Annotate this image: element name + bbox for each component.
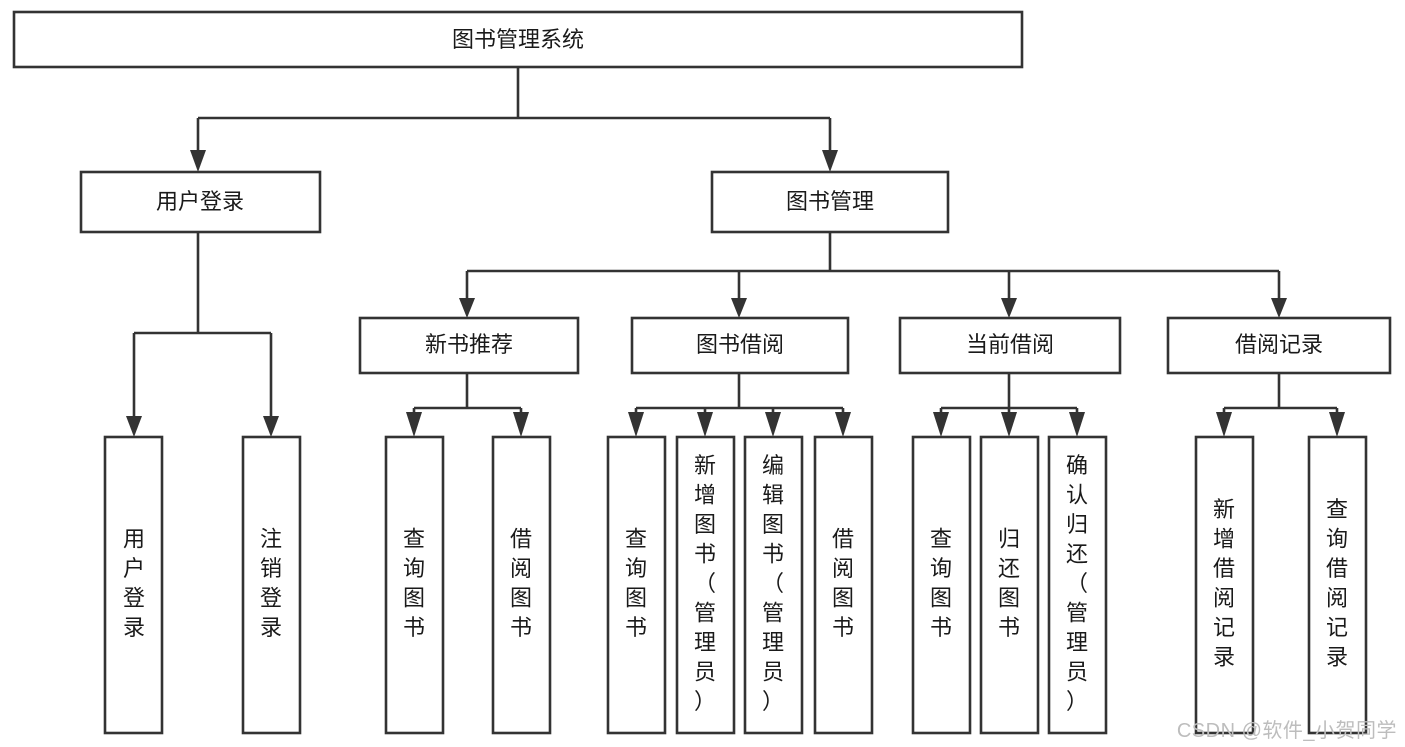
node-root-box[interactable] bbox=[12, 10, 1024, 69]
node-book-management[interactable]: 图书管理 bbox=[710, 170, 950, 234]
node-current-borrow-label: 当前借阅 bbox=[966, 332, 1054, 357]
arrow-head-leaf-query-record bbox=[1329, 412, 1345, 437]
connector-layer bbox=[126, 67, 1345, 437]
node-leaf-user-login[interactable]: 用户登录 bbox=[103, 435, 164, 735]
arrow-head-leaf-query-book-3 bbox=[933, 412, 949, 437]
node-leaf-borrow-book-1-label: 借阅图书 bbox=[510, 527, 532, 641]
arrow-head-leaf-add-record bbox=[1216, 412, 1232, 437]
node-leaf-return-book-label: 归还图书 bbox=[998, 527, 1020, 641]
arrow-head-borrow-record bbox=[1271, 298, 1287, 318]
node-root-label: 图书管理系统 bbox=[452, 27, 584, 52]
node-leaf-query-book-2-label: 查询图书 bbox=[625, 527, 647, 641]
arrow-head-leaf-edit-book bbox=[765, 412, 781, 437]
node-leaf-query-book-2-box[interactable] bbox=[606, 435, 667, 735]
node-leaf-query-book-1-label: 查询图书 bbox=[403, 527, 425, 641]
node-current-borrow[interactable]: 当前借阅 bbox=[898, 316, 1122, 375]
node-leaf-query-book-2[interactable]: 查询图书 bbox=[606, 435, 667, 735]
node-root[interactable]: 图书管理系统 bbox=[12, 10, 1024, 69]
node-leaf-borrow-book-2-box[interactable] bbox=[813, 435, 874, 735]
arrow-head-leaf-borrow-book-2 bbox=[835, 412, 851, 437]
node-new-book-recommend-label: 新书推荐 bbox=[425, 332, 513, 357]
arrow-head-new-book-recommend bbox=[459, 298, 475, 318]
arrow-head-leaf-add-book bbox=[697, 412, 713, 437]
node-leaf-borrow-book-1-box[interactable] bbox=[491, 435, 552, 735]
node-leaf-query-book-3[interactable]: 查询图书 bbox=[911, 435, 972, 735]
node-borrow-record-label: 借阅记录 bbox=[1235, 332, 1323, 357]
node-borrow-record[interactable]: 借阅记录 bbox=[1166, 316, 1392, 375]
node-leaf-confirm-return-label: 确认归还（管理员） bbox=[1066, 453, 1088, 714]
node-leaf-query-book-3-label: 查询图书 bbox=[930, 527, 952, 641]
arrow-head-current-borrow bbox=[1001, 298, 1017, 318]
arrow-head-leaf-user-logout bbox=[263, 416, 279, 437]
node-book-borrow[interactable]: 图书借阅 bbox=[630, 316, 850, 375]
node-user-login-box[interactable] bbox=[79, 170, 322, 234]
node-leaf-edit-book-box[interactable] bbox=[743, 435, 804, 735]
node-leaf-user-login-label: 用户登录 bbox=[123, 527, 145, 641]
node-leaf-return-book-box[interactable] bbox=[979, 435, 1040, 735]
node-leaf-user-logout-box[interactable] bbox=[241, 435, 302, 735]
node-book-management-label: 图书管理 bbox=[786, 189, 874, 214]
node-leaf-user-logout[interactable]: 注销登录 bbox=[241, 435, 302, 735]
node-leaf-add-book[interactable]: 新增图书（管理员） bbox=[675, 435, 736, 735]
node-borrow-record-box[interactable] bbox=[1166, 316, 1392, 375]
node-book-management-box[interactable] bbox=[710, 170, 950, 234]
node-leaf-add-record-box[interactable] bbox=[1194, 435, 1255, 735]
arrow-head-leaf-user-login bbox=[126, 416, 142, 437]
node-leaf-add-book-box[interactable] bbox=[675, 435, 736, 735]
arrow-head-leaf-query-book-2 bbox=[628, 412, 644, 437]
node-leaf-query-record-label: 查询借阅记录 bbox=[1326, 497, 1348, 670]
node-leaf-borrow-book-2-label: 借阅图书 bbox=[832, 527, 854, 641]
node-leaf-edit-book-label: 编辑图书（管理员） bbox=[762, 453, 784, 714]
node-user-login[interactable]: 用户登录 bbox=[79, 170, 322, 234]
node-leaf-add-book-label: 新增图书（管理员） bbox=[694, 453, 716, 714]
node-leaf-add-record-label: 新增借阅记录 bbox=[1213, 497, 1235, 670]
node-leaf-user-logout-label: 注销登录 bbox=[260, 527, 282, 641]
arrow-head-leaf-borrow-book-1 bbox=[513, 412, 529, 437]
node-book-borrow-box[interactable] bbox=[630, 316, 850, 375]
node-book-borrow-label: 图书借阅 bbox=[696, 332, 784, 357]
node-current-borrow-box[interactable] bbox=[898, 316, 1122, 375]
node-leaf-query-book-1[interactable]: 查询图书 bbox=[384, 435, 445, 735]
node-leaf-query-record-box[interactable] bbox=[1307, 435, 1368, 735]
node-new-book-recommend-box[interactable] bbox=[358, 316, 580, 375]
arrow-head-leaf-confirm-return bbox=[1069, 412, 1085, 437]
csdn-watermark: CSDN @软件_小贺同学 bbox=[1176, 720, 1397, 742]
node-leaf-query-book-3-box[interactable] bbox=[911, 435, 972, 735]
node-leaf-add-record[interactable]: 新增借阅记录 bbox=[1194, 435, 1255, 735]
node-leaf-edit-book[interactable]: 编辑图书（管理员） bbox=[743, 435, 804, 735]
node-new-book-recommend[interactable]: 新书推荐 bbox=[358, 316, 580, 375]
node-leaf-return-book[interactable]: 归还图书 bbox=[979, 435, 1040, 735]
arrow-head-leaf-return-book bbox=[1001, 412, 1017, 437]
node-leaf-query-record[interactable]: 查询借阅记录 bbox=[1307, 435, 1368, 735]
node-leaf-query-book-1-box[interactable] bbox=[384, 435, 445, 735]
node-user-login-label: 用户登录 bbox=[156, 189, 244, 214]
node-leaf-confirm-return-box[interactable] bbox=[1047, 435, 1108, 735]
node-leaf-borrow-book-2[interactable]: 借阅图书 bbox=[813, 435, 874, 735]
arrow-head-book-management bbox=[822, 150, 838, 172]
node-leaf-confirm-return[interactable]: 确认归还（管理员） bbox=[1047, 435, 1108, 735]
node-leaf-user-login-box[interactable] bbox=[103, 435, 164, 735]
arrow-head-user-login bbox=[190, 150, 206, 172]
arrow-head-book-borrow bbox=[731, 298, 747, 318]
node-leaf-borrow-book-1[interactable]: 借阅图书 bbox=[491, 435, 552, 735]
arrow-head-leaf-query-book-1 bbox=[406, 412, 422, 437]
